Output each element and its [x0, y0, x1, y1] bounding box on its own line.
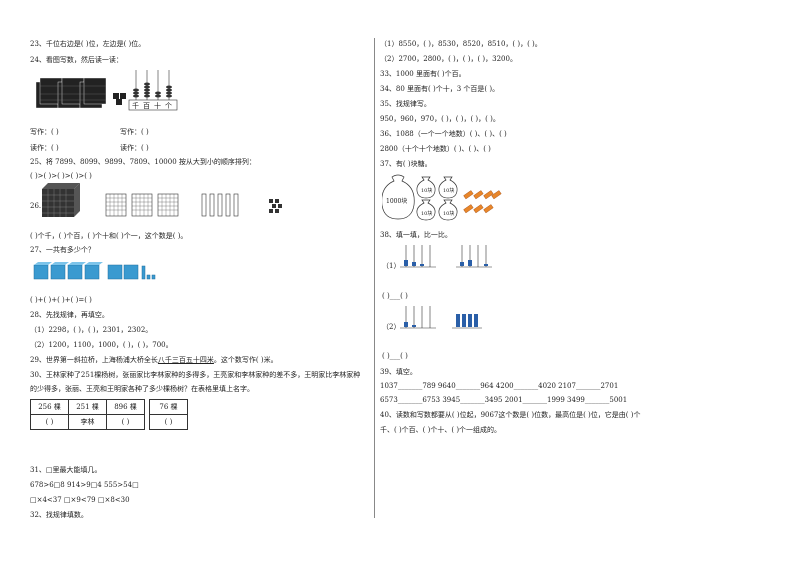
question-25: 25、将 7899、8099、9899、7809、10000 按从大到小的顺序排…: [30, 158, 256, 166]
q26-ten-rods-image: [201, 193, 239, 217]
q38-part-1-label: （1）: [382, 262, 401, 270]
q37-candy-bags-image: 1000块 10块 10块 10块 10块: [382, 174, 502, 221]
column-divider: [374, 38, 375, 518]
q35-sequence: 950，960，970，( )，( )，( )，( )。: [380, 115, 500, 123]
abacus-label-thousands: 千: [132, 101, 139, 110]
svg-text:1000块: 1000块: [386, 197, 407, 205]
left-column: 23、千位右边是( )位，左边是( )位。 24、看图写数，然后读一读：: [0, 0, 375, 566]
q25-blanks: ( )>( )>( )>( )>( ): [30, 172, 92, 180]
q30-table: 256 棵 251 棵 896 棵 76 棵 ( ) 李林 ( ) ( ): [30, 399, 188, 430]
q30-cell-bottom-4[interactable]: ( ): [149, 414, 188, 430]
svg-text:百: 百: [143, 102, 150, 110]
right-column: （1）8550，( )，8530，8520，8510，( )，( )。 （2）2…: [376, 0, 800, 566]
q32-part-1: （1）8550，( )，8530，8520，8510，( )，( )。: [380, 40, 542, 48]
q38-part-2-abacus-image: [400, 306, 482, 329]
svg-text:10块: 10块: [421, 187, 432, 194]
question-34: 34、80 里面有( )个十，3 个百是( )。: [380, 85, 500, 93]
q24-abacus-image: 千 百 十 个: [128, 70, 178, 111]
small-bag-label-3: 10块: [421, 210, 432, 217]
q38-part-1-compare: ( )___( ): [382, 292, 408, 300]
q24-small-cubes-image: [113, 93, 126, 105]
q31-row-2: □×4<37 □×9<79 □×8<30: [30, 496, 130, 504]
q24-read-2: 读作：( ): [120, 144, 149, 152]
q29-text-b: 。这个数写作( )米。: [213, 356, 278, 364]
q30-cell-top-2: 251 棵: [68, 399, 107, 415]
question-39: 39、填空。: [380, 368, 417, 376]
abacus-label-tens: 十: [154, 101, 161, 110]
question-23: 23、千位右边是( )位，左边是( )位。: [30, 40, 146, 48]
q38-part-2-compare: ( )___( ): [382, 352, 408, 360]
question-33: 33、1000 里面有( )个百。: [380, 70, 466, 78]
svg-text:10块: 10块: [443, 210, 454, 217]
q26-label: 26.: [30, 202, 42, 210]
question-27: 27、一共有多少个？: [30, 246, 95, 254]
q36-line-1: 36、1088（一个一个地数）( )、( )、( ): [380, 130, 507, 138]
question-40-line-1: 40、读数和写数都要从( )位起，9067这个数是( )位数，最高位是( )位，…: [380, 411, 641, 419]
question-35: 35、找规律写。: [380, 100, 431, 108]
question-31: 31、□里最大能填几。: [30, 466, 102, 474]
question-40-line-2: 千、( )个百、( )个十、( )个一组成的。: [380, 426, 502, 434]
q30-cell-bottom-1[interactable]: ( ): [30, 414, 69, 430]
q38-part-1-abacus-image: [400, 245, 492, 268]
small-bag-label-2: 10块: [443, 187, 454, 194]
svg-text:10块: 10块: [443, 187, 454, 194]
q29-text-a: 29、世界第一斜拉桥，上海杨浦大桥全长: [30, 356, 158, 364]
q39-row-2: 6573_______6753 3945_______3495 2001____…: [380, 396, 628, 404]
question-37: 37、有( )块糖。: [380, 160, 432, 168]
small-bag-label-1: 10块: [421, 187, 432, 194]
q38-part-2-label: （2）: [382, 323, 401, 331]
q28-part-2: （2）1200，1100，1000，( )，( )，700。: [30, 341, 173, 349]
q26-unit-cubes-image: [269, 199, 282, 213]
q36-line-2: 2800（十个十个地数）( )、( )、( ): [380, 145, 491, 153]
abacus-label-ones: 个: [165, 102, 172, 110]
q39-row-1: 1037_______789 9640_______964 4200______…: [380, 382, 619, 390]
q24-write-2: 写作：( ): [120, 128, 149, 136]
abacus-label-hundreds: 百: [143, 102, 150, 110]
q26-hundred-flats-image: [105, 193, 179, 217]
q32-part-2: （2）2700，2800，( )，( )，( )，3200。: [380, 55, 517, 63]
q27-blanks: ( )+( )+( )+( )=( ): [30, 296, 92, 304]
svg-text:个: 个: [165, 102, 172, 110]
q30-cell-bottom-2: 李林: [68, 414, 107, 430]
q26-thousand-cube-image: [42, 183, 80, 217]
q27-cubes-image: [33, 262, 156, 280]
q30-cell-top-4: 76 棵: [149, 399, 188, 415]
small-bag-label-4: 10块: [443, 210, 454, 217]
q30-cell-top-3: 896 棵: [106, 399, 145, 415]
question-24: 24、看图写数，然后读一读：: [30, 56, 123, 64]
q24-cube-blocks-image: [36, 77, 107, 109]
q29-underlined-number: 八千三百五十四米: [157, 356, 214, 364]
question-28: 28、先找规律，再填空。: [30, 311, 109, 319]
question-30-line-2: 的少得多，张丽、王亮和王明家各种了多少棵杨树？在表格里填上名字。: [30, 385, 254, 393]
q30-cell-top-1: 256 棵: [30, 399, 69, 415]
question-38: 38、填一填，比一比。: [380, 231, 452, 239]
question-32: 32、找规律填数。: [30, 511, 88, 519]
q30-cell-bottom-3[interactable]: ( ): [106, 414, 145, 430]
q28-part-1: （1）2298，( )，( )，2301，2302。: [30, 326, 153, 334]
big-bag-label: 1000块: [386, 197, 407, 205]
question-29: 29、世界第一斜拉桥，上海杨浦大桥全长八千三百五十四米。这个数写作( )米。: [30, 356, 278, 365]
svg-text:千: 千: [132, 101, 139, 110]
svg-text:10块: 10块: [421, 210, 432, 217]
question-30-line-1: 30、王林家种了251棵杨树，张丽家比李林家种的多得多，王亮家和李林家种的差不多…: [30, 371, 361, 379]
q24-write-1: 写作：( ): [30, 128, 59, 136]
q24-read-1: 读作：( ): [30, 144, 59, 152]
q31-row-1: 678>6□8 914>9□4 555>54□: [30, 481, 139, 489]
q26-text: ( )个千，( )个百，( )个十和( )个一，这个数是( )。: [30, 232, 188, 240]
svg-text:十: 十: [154, 101, 161, 110]
